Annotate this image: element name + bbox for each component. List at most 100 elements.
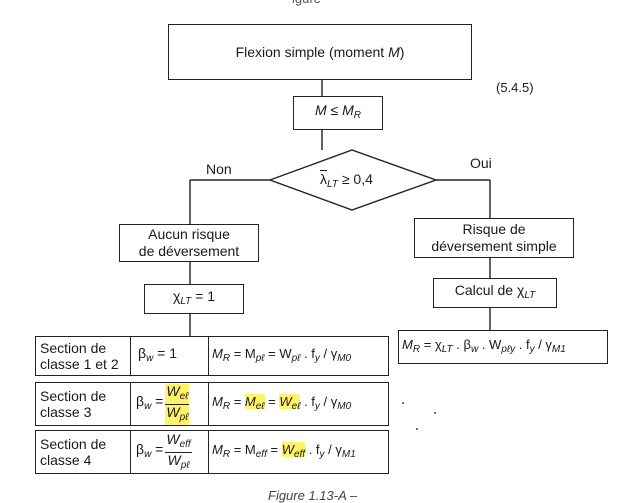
top-box-prefix: Flexion simple (moment <box>235 43 389 60</box>
row2-beta-eq: = <box>151 393 164 409</box>
row3-eq4: / γ <box>324 441 342 457</box>
row2-eq2: W <box>279 393 292 409</box>
scan-speck <box>434 412 436 414</box>
rf-d: . W <box>478 337 502 352</box>
row1-eq1-sub: pℓ <box>255 352 265 364</box>
row3-beta-eq: = <box>151 441 164 457</box>
top-box-suffix: ) <box>399 43 405 60</box>
scan-speck <box>402 402 404 404</box>
row2-mr-sub: R <box>222 400 231 412</box>
risk-line1: Risque de <box>462 221 526 237</box>
row1-eq2-sub: pℓ <box>291 352 301 364</box>
figure-caption: Figure 1.13-A – <box>268 488 358 503</box>
row2-frac-den: W <box>166 403 180 420</box>
rf-c: . β <box>452 337 471 352</box>
calc-box: Calcul de χLT <box>433 278 557 308</box>
row3-eq2-sub: eff <box>293 448 306 460</box>
row2-section-l1: Section de <box>40 388 107 404</box>
rf-e: . f <box>515 337 530 352</box>
row1-formula: MR = Mpℓ = Wpℓ . fy / γM0 <box>212 336 388 376</box>
row1-beta-sub: w <box>146 353 154 364</box>
row2-eq1: M <box>244 393 256 409</box>
rf-e-sub: y <box>529 344 535 355</box>
condition-op: ≤ <box>330 102 339 118</box>
condition-rhs-sub: R <box>353 110 362 121</box>
rf-f-sub: M1 <box>551 344 566 355</box>
row3-sep1 <box>130 430 131 474</box>
no-risk-line1: Aucun risque <box>148 226 230 242</box>
row2-sep1 <box>130 382 131 426</box>
row3-eq4-sub: M1 <box>341 448 356 460</box>
row3-section-l1: Section de <box>40 436 107 452</box>
row1-beta: βw = 1 <box>138 336 208 376</box>
lambda-sub: LT <box>327 179 338 190</box>
calc-text: Calcul de χ <box>454 282 525 298</box>
row1-beta-sym: β <box>138 345 147 361</box>
risk-line2: déversement simple <box>431 238 557 254</box>
rf-d-sub: pℓy <box>501 344 516 355</box>
calc-sub: LT <box>524 290 536 301</box>
row3-eq2: W <box>281 441 294 457</box>
row3-highlight-weff: Weff <box>281 441 306 460</box>
right-formula-box: MR = χLT . βw . Wpℓy . fy / γM1 <box>398 330 608 364</box>
row3-section-l2: classe 4 <box>40 452 92 468</box>
row1-section-l1: Section de <box>40 340 107 356</box>
rf-f: / γ <box>534 337 552 352</box>
row3-formula: MR = Meff = Weff . fy / γM1 <box>212 441 356 460</box>
rf-b: = χ <box>420 337 442 352</box>
header-fragment: igure <box>292 0 321 6</box>
row2-eq2-sub: eℓ <box>291 400 301 412</box>
row1-eq3: . f <box>300 345 315 361</box>
row2-eq4-sub: M0 <box>337 400 352 412</box>
row1-eq4: / γ <box>319 345 338 361</box>
section-reference: (5.4.5) <box>496 80 534 95</box>
row-class-1-2 <box>35 336 389 376</box>
chi-rest: = 1 <box>191 288 216 304</box>
row1-sep2 <box>208 336 209 376</box>
row2-frac-den-sub: pℓ <box>179 411 189 423</box>
row3-eq3: . f <box>305 441 320 457</box>
row2-formula: MR = Meℓ = Weℓ . fy / γM0 <box>212 393 352 412</box>
row3-frac-den-sub: pℓ <box>180 459 190 471</box>
rf-a: M <box>402 337 413 352</box>
rf-b-sub: LT <box>441 344 453 355</box>
row2-mr: M <box>212 393 223 409</box>
branch-no-label: Non <box>206 161 232 177</box>
condition-rhs: M <box>342 102 354 118</box>
chi-symbol: χ <box>172 288 181 304</box>
row1-section-l2: classe 1 et 2 <box>40 356 119 372</box>
rf-a-sub: R <box>412 344 421 355</box>
row1-eq2: = W <box>264 345 292 361</box>
row2-eq3-sub: y <box>314 400 320 412</box>
row3-eq3-sub: y <box>319 448 325 460</box>
row3-eq1: = M <box>230 441 256 457</box>
row3-mr: M <box>212 441 223 457</box>
row2-highlight-mel: Meℓ <box>244 393 265 412</box>
row1-eq3-sub: y <box>314 352 320 364</box>
row2-eq1-sub: eℓ <box>255 400 265 412</box>
row1-eq1: = M <box>230 345 256 361</box>
row2-frac-num-sub: eℓ <box>179 390 189 402</box>
lambda-symbol: λ <box>320 171 327 187</box>
row2-sep2 <box>208 382 209 426</box>
row3-beta-sub: w <box>144 449 152 460</box>
row2-section-l2: classe 3 <box>40 404 92 420</box>
row3-mr-sub: R <box>222 448 231 460</box>
top-box: Flexion simple (moment M) <box>168 24 472 80</box>
condition-lhs: M <box>314 102 327 118</box>
branch-yes-label: Oui <box>470 155 492 171</box>
row1-mr: M <box>212 345 223 361</box>
row2-eq4: / γ <box>319 393 338 409</box>
row3-frac-num-sub: eff <box>179 438 191 450</box>
row2-frac-num: W <box>166 382 180 399</box>
decision-op: ≥ 0,4 <box>341 171 373 187</box>
row3-frac-num: W <box>166 430 180 447</box>
